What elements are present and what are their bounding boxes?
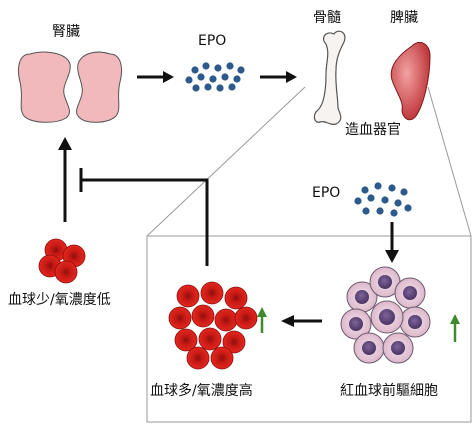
arrow-progenitor-to-rbc (281, 315, 322, 327)
arrow-low-to-kidney (58, 137, 72, 222)
epo-top-label: EPO (198, 33, 227, 49)
up-arrow-right-icon (450, 314, 460, 342)
epo-dots-top (185, 62, 245, 92)
bone-marrow-frame (146, 86, 472, 423)
epo-mid-label: EPO (312, 185, 341, 201)
bone-label: 骨髓 (313, 10, 341, 26)
up-arrow-left-icon (257, 307, 267, 333)
progenitor-label: 紅血球前驅細胞 (340, 383, 438, 399)
hematopoietic-organ-label: 造血器官 (345, 122, 401, 138)
progenitor-cells (340, 266, 431, 364)
bone-icon (313, 30, 346, 126)
rbc-cluster-many (168, 281, 258, 370)
spleen-label: 脾臟 (390, 10, 418, 26)
feedback-inhibition (79, 168, 209, 266)
high-blood-label: 血球多/氧濃度高 (150, 383, 253, 399)
spleen-icon (390, 41, 431, 121)
kidney-label: 腎臟 (52, 24, 80, 40)
arrow-epo-to-organs (260, 71, 297, 83)
arrow-epo-to-progenitor (385, 222, 399, 263)
kidney-icon (17, 51, 123, 123)
arrow-kidney-to-epo (137, 71, 174, 83)
rbc-cluster-few (38, 238, 86, 284)
epo-dots-mid (354, 182, 412, 217)
low-blood-label: 血球少/氧濃度低 (8, 292, 111, 308)
